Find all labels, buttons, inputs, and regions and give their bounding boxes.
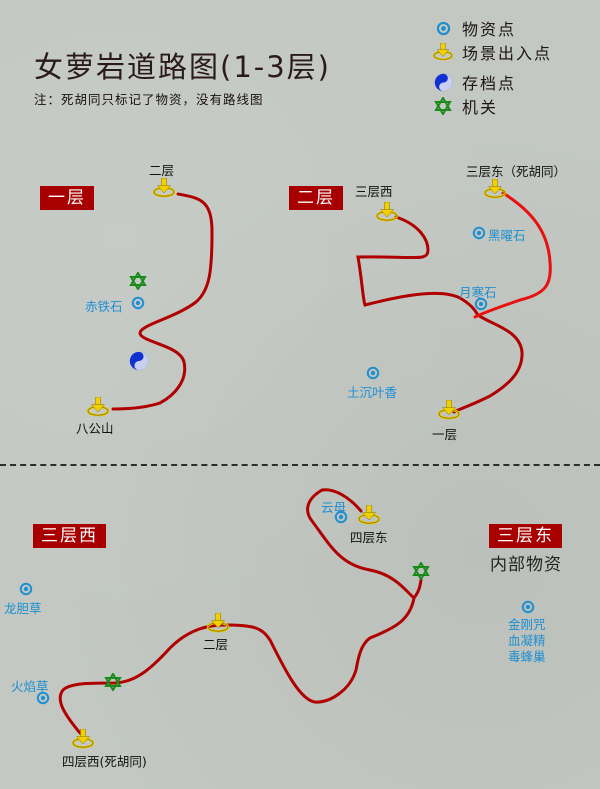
floor3-east-subtitle: 内部物资 — [490, 555, 562, 575]
map-note: 注：死胡同只标记了物资，没有路线图 — [34, 92, 264, 107]
save-point-icon[interactable] — [129, 351, 149, 371]
scene-entrance-icon[interactable] — [206, 613, 230, 633]
supply-point-icon[interactable] — [366, 366, 380, 380]
supply-point-icon[interactable] — [521, 600, 535, 614]
supply-point-icon[interactable] — [36, 691, 50, 705]
mechanism-icon[interactable] — [104, 673, 122, 691]
route-floor3 — [58, 488, 423, 735]
legend-item-supply: 物资点 — [432, 16, 552, 40]
supply-label-obsidian: 黑曜石 — [488, 228, 526, 243]
supply-label-gentian: 龙胆草 — [4, 601, 42, 616]
supply-point-icon[interactable] — [19, 582, 33, 596]
entrance-label-bagongshan: 八公山 — [76, 421, 114, 436]
entrance-label-floor3-east: 三层东（死胡同） — [466, 164, 567, 179]
legend-label: 机关 — [462, 98, 499, 117]
legend-label: 存档点 — [462, 74, 517, 93]
route-floor2-west — [356, 215, 524, 414]
scene-entrance-icon[interactable] — [71, 729, 95, 749]
route-floor2-east — [473, 191, 552, 319]
legend-label: 物资点 — [462, 20, 517, 39]
floor-tag-floor2: 二层 — [289, 186, 343, 210]
entrance-label-floor2-from3: 二层 — [203, 637, 229, 652]
mechanism-icon[interactable] — [129, 272, 147, 290]
supply-point-icon[interactable] — [334, 510, 348, 524]
scene-entrance-icon[interactable] — [86, 397, 110, 417]
supply-label-vajra: 金刚咒 — [508, 617, 546, 632]
legend: 物资点 场景出入点 存档点 机关 — [432, 16, 552, 118]
supply-point-icon[interactable] — [472, 226, 486, 240]
scene-entrance-icon[interactable] — [483, 179, 507, 199]
legend-label: 场景出入点 — [462, 44, 553, 63]
scene-entrance-icon[interactable] — [152, 178, 176, 198]
supply-label-moonstone: 月寒石 — [459, 285, 497, 300]
supply-point-icon[interactable] — [474, 297, 488, 311]
supply-point-icon[interactable] — [131, 296, 145, 310]
floor-tag-floor3-east: 三层东 — [489, 524, 562, 548]
section-divider — [0, 464, 600, 466]
supply-label-hematite: 赤铁石 — [85, 299, 123, 314]
route-floor1 — [111, 192, 214, 411]
entrance-label-floor1: 一层 — [432, 427, 458, 442]
page-title: 女萝岩道路图(1-3层) — [34, 50, 331, 84]
scene-entrance-icon[interactable] — [375, 202, 399, 222]
supply-label-agarwood: 土沉叶香 — [347, 385, 398, 400]
mechanism-icon[interactable] — [412, 562, 430, 580]
legend-item-save: 存档点 — [432, 70, 552, 94]
entrance-label-floor4-east: 四层东 — [350, 530, 388, 545]
floor-tag-floor3-west: 三层西 — [33, 524, 106, 548]
entrance-label-floor2: 二层 — [149, 163, 175, 178]
entrance-label-floor4-west: 四层西(死胡同) — [62, 754, 147, 769]
scene-entrance-icon[interactable] — [437, 400, 461, 420]
supply-label-wasp-nest: 毒蜂巢 — [508, 649, 546, 664]
supply-label-flame-grass: 火焰草 — [11, 679, 49, 694]
entrance-label-floor3-west: 三层西 — [355, 184, 393, 199]
supply-label-blood-essence: 血凝精 — [508, 633, 546, 648]
legend-item-mechanism: 机关 — [432, 94, 552, 118]
scene-entrance-icon[interactable] — [357, 505, 381, 525]
legend-item-entrance: 场景出入点 — [432, 40, 552, 64]
floor-tag-floor1: 一层 — [40, 186, 94, 210]
